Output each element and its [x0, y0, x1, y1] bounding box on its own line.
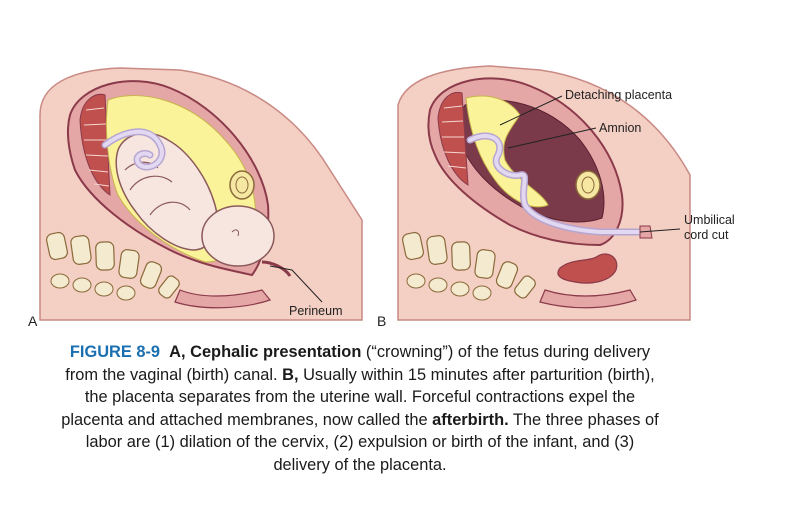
label-umbilical-cord-cut: Umbilical cord cut	[684, 213, 735, 243]
umbilical-cord-cut-leader	[639, 228, 681, 233]
label-umbilical-line1: Umbilical	[684, 213, 735, 227]
panel-label-b: B	[377, 313, 387, 329]
detaching-placenta-b	[437, 91, 469, 186]
label-perineum: Perineum	[289, 304, 343, 318]
caption-part-b-bold: B,	[282, 365, 299, 384]
panel-a-illustration	[39, 67, 363, 321]
caption-part-c-text: The three phases of labor are (1) dilati…	[85, 410, 659, 474]
spine-a	[46, 231, 180, 299]
label-amnion: Amnion	[599, 121, 642, 135]
perineum-area-a	[174, 289, 272, 309]
caption-part-b-text: Usually within 15 minutes after parturit…	[61, 365, 655, 429]
expelled-placenta-b	[557, 253, 618, 284]
panel-b-illustration	[397, 65, 691, 321]
amnion-b	[465, 95, 549, 208]
figure-number: FIGURE 8-9	[69, 343, 161, 361]
amnion-leader	[507, 127, 597, 149]
bladder-b	[575, 170, 601, 200]
spine-b	[402, 231, 536, 299]
placenta-a	[79, 93, 111, 196]
figure-caption: FIGURE 8-9 A, Cephalic presentation (“cr…	[60, 341, 660, 476]
detaching-placenta-leader	[499, 95, 563, 126]
label-umbilical-line2: cord cut	[684, 228, 729, 242]
label-detaching-placenta: Detaching placenta	[565, 88, 673, 102]
caption-part-a-text: (“crowning”) of the fetus during deliver…	[65, 343, 651, 384]
caption-afterbirth: afterbirth.	[432, 410, 509, 429]
panel-label-a: A	[28, 313, 38, 329]
caption-part-a-bold: A, Cephalic presentation	[169, 343, 362, 361]
perineum-leader	[269, 265, 323, 303]
bladder-a	[229, 170, 255, 200]
